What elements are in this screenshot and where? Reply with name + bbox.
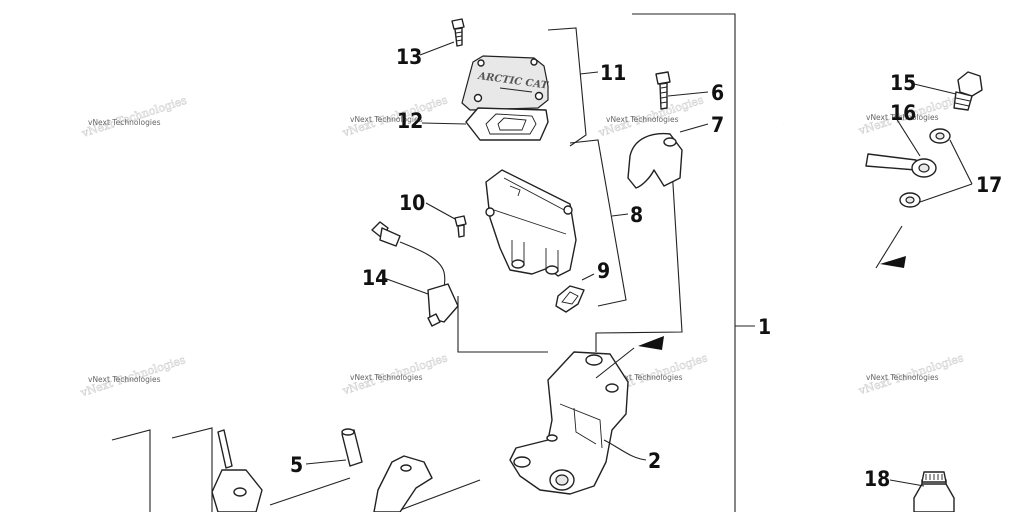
callout-14: 14 bbox=[362, 266, 388, 290]
part-screw-10 bbox=[425, 202, 467, 238]
callout-5: 5 bbox=[290, 453, 303, 477]
part-brake-line-16 bbox=[783, 117, 937, 178]
callout-8: 8 bbox=[630, 203, 643, 227]
part-fluid-bottle-18 bbox=[889, 471, 955, 512]
svg-text:vNext Technologies: vNext Technologies bbox=[606, 115, 679, 124]
callout-2: 2 bbox=[648, 449, 661, 473]
svg-text:vNext Technologies: vNext Technologies bbox=[610, 373, 683, 382]
part-clamp-7 bbox=[627, 123, 709, 189]
svg-text:vNext Technologies: vNext Technologies bbox=[866, 373, 939, 382]
part-screw-13 bbox=[419, 18, 465, 56]
callout-6: 6 bbox=[711, 81, 724, 105]
callout-1: 1 bbox=[758, 315, 771, 339]
watermark: vNext Technologies vNext Technologies bbox=[79, 93, 189, 141]
watermark: vNext Technologies vNext Technologies bbox=[340, 93, 450, 140]
callout-16: 16 bbox=[890, 101, 916, 125]
part-banjo-bolt-15 bbox=[913, 71, 983, 111]
part-lower-assembly bbox=[211, 429, 433, 512]
watermark: vNext Technologies vNext Technologies bbox=[596, 93, 706, 140]
svg-text:vNext Technologies: vNext Technologies bbox=[350, 373, 423, 382]
arrow-indicator bbox=[638, 336, 664, 350]
callout-17: 17 bbox=[976, 173, 1002, 197]
svg-text:vNext Technologies: vNext Technologies bbox=[79, 94, 188, 141]
part-reservoir-8 bbox=[485, 169, 577, 277]
callout-15: 15 bbox=[890, 71, 916, 95]
svg-text:vNext Technologies: vNext Technologies bbox=[350, 115, 423, 124]
callout-13: 13 bbox=[396, 45, 422, 69]
part-pin-5 bbox=[305, 428, 363, 467]
watermark: vNext Technologies vNext Technologies bbox=[340, 351, 450, 398]
svg-text:vNext Technologies: vNext Technologies bbox=[866, 113, 939, 122]
callout-11: 11 bbox=[600, 61, 626, 85]
part-master-cylinder-2 bbox=[509, 351, 647, 495]
part-harness-14 bbox=[371, 221, 459, 327]
callout-18: 18 bbox=[864, 467, 890, 491]
callout-9: 9 bbox=[597, 259, 610, 283]
callout-labels: 1 2 5 6 7 8 9 10 11 12 13 14 15 16 17 18 bbox=[290, 45, 1002, 491]
callout-12: 12 bbox=[397, 109, 423, 133]
assembly-bracket-lines bbox=[111, 13, 755, 512]
callout-7: 7 bbox=[711, 113, 724, 137]
part-cover-11: ARCTIC CAT bbox=[461, 55, 550, 111]
part-washers-17 bbox=[899, 128, 973, 208]
arrow-indicator bbox=[880, 256, 906, 268]
svg-text:vNext Technologies: vNext Technologies bbox=[88, 118, 161, 127]
watermark: vNext Technologies vNext Technologies bbox=[78, 353, 188, 400]
part-diaphragm-12 bbox=[421, 107, 549, 141]
part-bolt-6 bbox=[655, 71, 709, 110]
part-oring-9 bbox=[555, 273, 595, 313]
callout-10: 10 bbox=[399, 191, 425, 215]
direction-arrows bbox=[595, 225, 906, 379]
watermark: vNext Technologies vNext Technologies bbox=[856, 351, 966, 398]
svg-text:vNext Technologies: vNext Technologies bbox=[88, 375, 161, 384]
